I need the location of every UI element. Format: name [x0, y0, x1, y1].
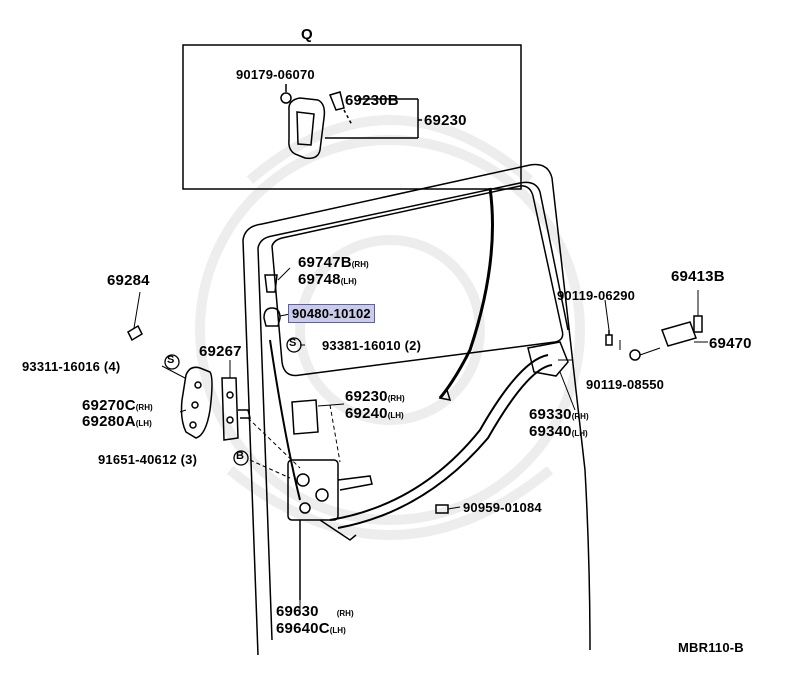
- latch-parts: [127, 324, 251, 441]
- part-label-69267[interactable]: 69267: [199, 343, 242, 360]
- part-label-93381-16010[interactable]: 93381-16010 (2): [322, 338, 422, 353]
- rh-suffix: (RH): [351, 260, 369, 269]
- marker-s-left: [164, 354, 180, 370]
- leader-lines: [133, 267, 708, 612]
- part-label-93311-16016[interactable]: 93311-16016 (4): [22, 359, 121, 374]
- part-label-90959-01084[interactable]: 90959-01084: [463, 500, 542, 515]
- door-outline: [242, 163, 591, 656]
- drawing-code: MBR110-B: [678, 640, 744, 655]
- part-label-90119-08550[interactable]: 90119-08550: [586, 377, 665, 392]
- s-marker-center-letter: S: [289, 337, 297, 349]
- inset-box: [182, 44, 522, 190]
- inset-letter: Q: [301, 26, 313, 43]
- part-label-90179-06070[interactable]: 90179-06070: [236, 67, 315, 82]
- inset-handle: [280, 84, 422, 160]
- part-label-69230[interactable]: 69230(RH): [345, 388, 405, 405]
- part-label-69748[interactable]: 69748(LH): [298, 271, 357, 288]
- part-label-69240[interactable]: 69240(LH): [345, 405, 404, 422]
- part-label-69640c[interactable]: 69640C(LH): [276, 620, 346, 637]
- lock-assembly: [287, 459, 373, 600]
- part-label-69230b[interactable]: 69230B: [345, 92, 399, 109]
- b-marker-letter: B: [236, 450, 244, 462]
- lh-suffix: (LH): [135, 419, 152, 428]
- part-label-90119-06290[interactable]: 90119-06290: [557, 288, 636, 303]
- s-marker-left-letter: S: [167, 354, 175, 366]
- part-label-69280a[interactable]: 69280A(LH): [82, 413, 152, 430]
- part-label-91651-40612[interactable]: 91651-40612 (3): [98, 452, 198, 467]
- rh-suffix: (RH): [135, 403, 153, 412]
- rh-suffix: (RH): [571, 412, 589, 421]
- part-label-69270c[interactable]: 69270C(RH): [82, 397, 153, 414]
- lh-suffix: (LH): [340, 277, 357, 286]
- part-label-69330[interactable]: 69330(RH): [529, 406, 589, 423]
- lh-suffix: (LH): [571, 429, 588, 438]
- part-label-69413b[interactable]: 69413B: [671, 268, 725, 285]
- part-label-69747b[interactable]: 69747B(RH): [298, 254, 369, 271]
- part-label-69230-inset[interactable]: 69230: [424, 112, 467, 129]
- lh-suffix: (LH): [387, 411, 404, 420]
- cables: [269, 339, 553, 529]
- part-label-69340[interactable]: 69340(LH): [529, 423, 588, 440]
- part-label-90480-10102-highlighted[interactable]: 90480-10102: [288, 304, 375, 323]
- watermark-emblem: [195, 115, 585, 540]
- part-label-69284[interactable]: 69284: [107, 272, 150, 289]
- rh-suffix: (RH): [336, 609, 354, 618]
- rh-suffix: (RH): [387, 394, 405, 403]
- part-label-69630[interactable]: 69630(RH): [276, 603, 354, 620]
- fasteners: [263, 274, 703, 514]
- marker-b: [233, 450, 249, 466]
- lh-suffix: (LH): [329, 626, 346, 635]
- marker-s-center: [286, 337, 302, 353]
- part-label-69470[interactable]: 69470: [709, 335, 752, 352]
